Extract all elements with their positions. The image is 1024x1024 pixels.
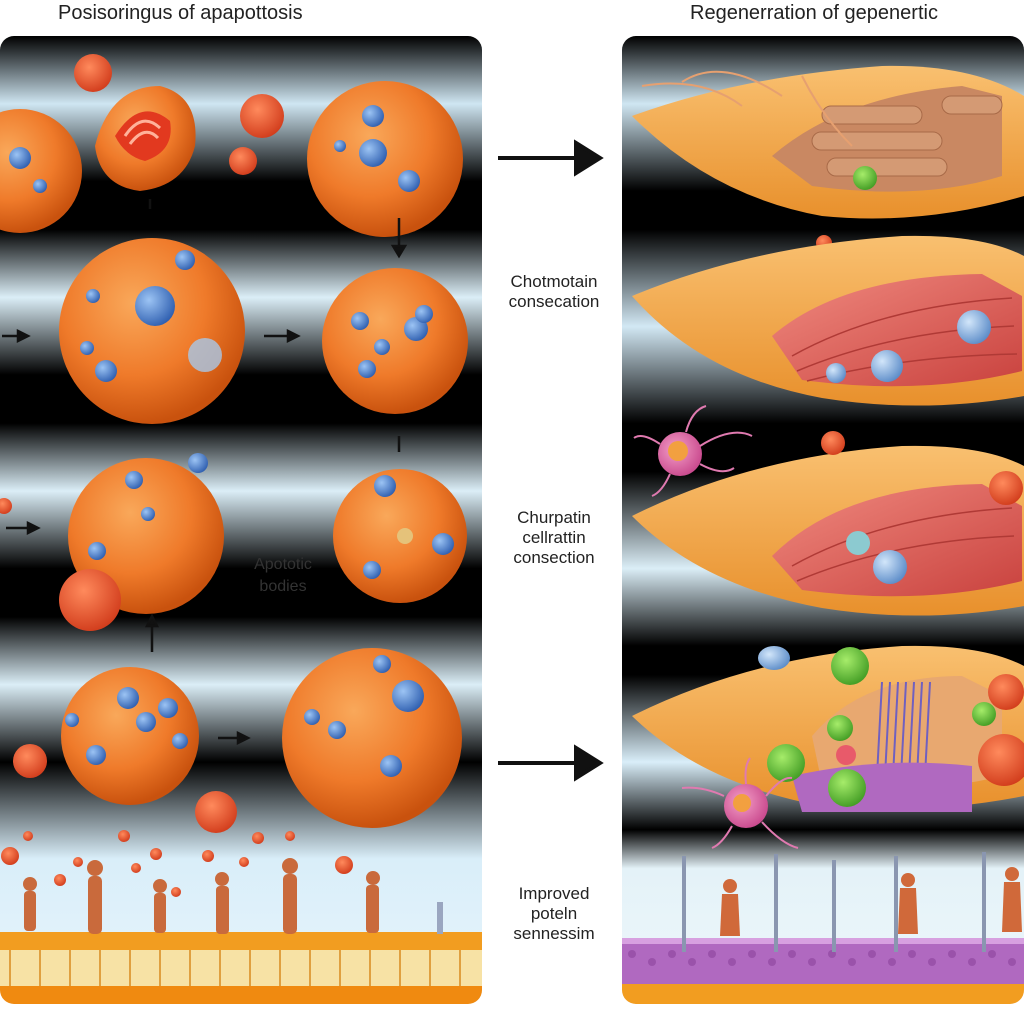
muscle-fiber-4 bbox=[632, 645, 1024, 812]
membrane-bottom-right bbox=[622, 852, 1024, 1004]
label-chromatin-condensation: Chotmotain consecation bbox=[508, 272, 600, 311]
cell-top-left bbox=[0, 109, 82, 233]
immune-cells bbox=[633, 405, 845, 849]
regeneration-panel bbox=[622, 36, 1024, 1004]
cell-bottom-right bbox=[282, 648, 462, 828]
label-improved-protein: Improved poteln sennessim bbox=[513, 884, 595, 943]
apoptotic-bodies-label: Apototic bodies bbox=[254, 556, 312, 595]
muscle-fiber-3 bbox=[632, 445, 1024, 616]
apoptosis-illustration bbox=[0, 54, 482, 1004]
cell-mid-left-large bbox=[59, 238, 245, 424]
regeneration-illustration bbox=[622, 65, 1024, 1004]
title-right: Regenerration of gepenertic bbox=[690, 2, 938, 24]
apoptotic-bodies bbox=[0, 54, 284, 833]
cell-bottom-left bbox=[61, 667, 199, 805]
cell-ruptured bbox=[95, 86, 196, 191]
membrane-bottom-left bbox=[0, 830, 482, 1004]
muscle-fiber-2 bbox=[632, 235, 1024, 406]
cell-lower-right bbox=[333, 469, 467, 603]
apoptosis-panel: Apototic bodies bbox=[0, 36, 482, 1004]
flow-arrows bbox=[2, 199, 408, 746]
transition-arrows bbox=[498, 139, 604, 782]
title-left: Posisoringus of apapottosis bbox=[58, 2, 303, 24]
cell-top-right bbox=[307, 81, 463, 237]
muscle-fiber-1 bbox=[632, 65, 1024, 251]
label-churpatin-connection: Churpatin cellrattin consection bbox=[513, 508, 595, 567]
cell-mid-right bbox=[322, 268, 468, 414]
